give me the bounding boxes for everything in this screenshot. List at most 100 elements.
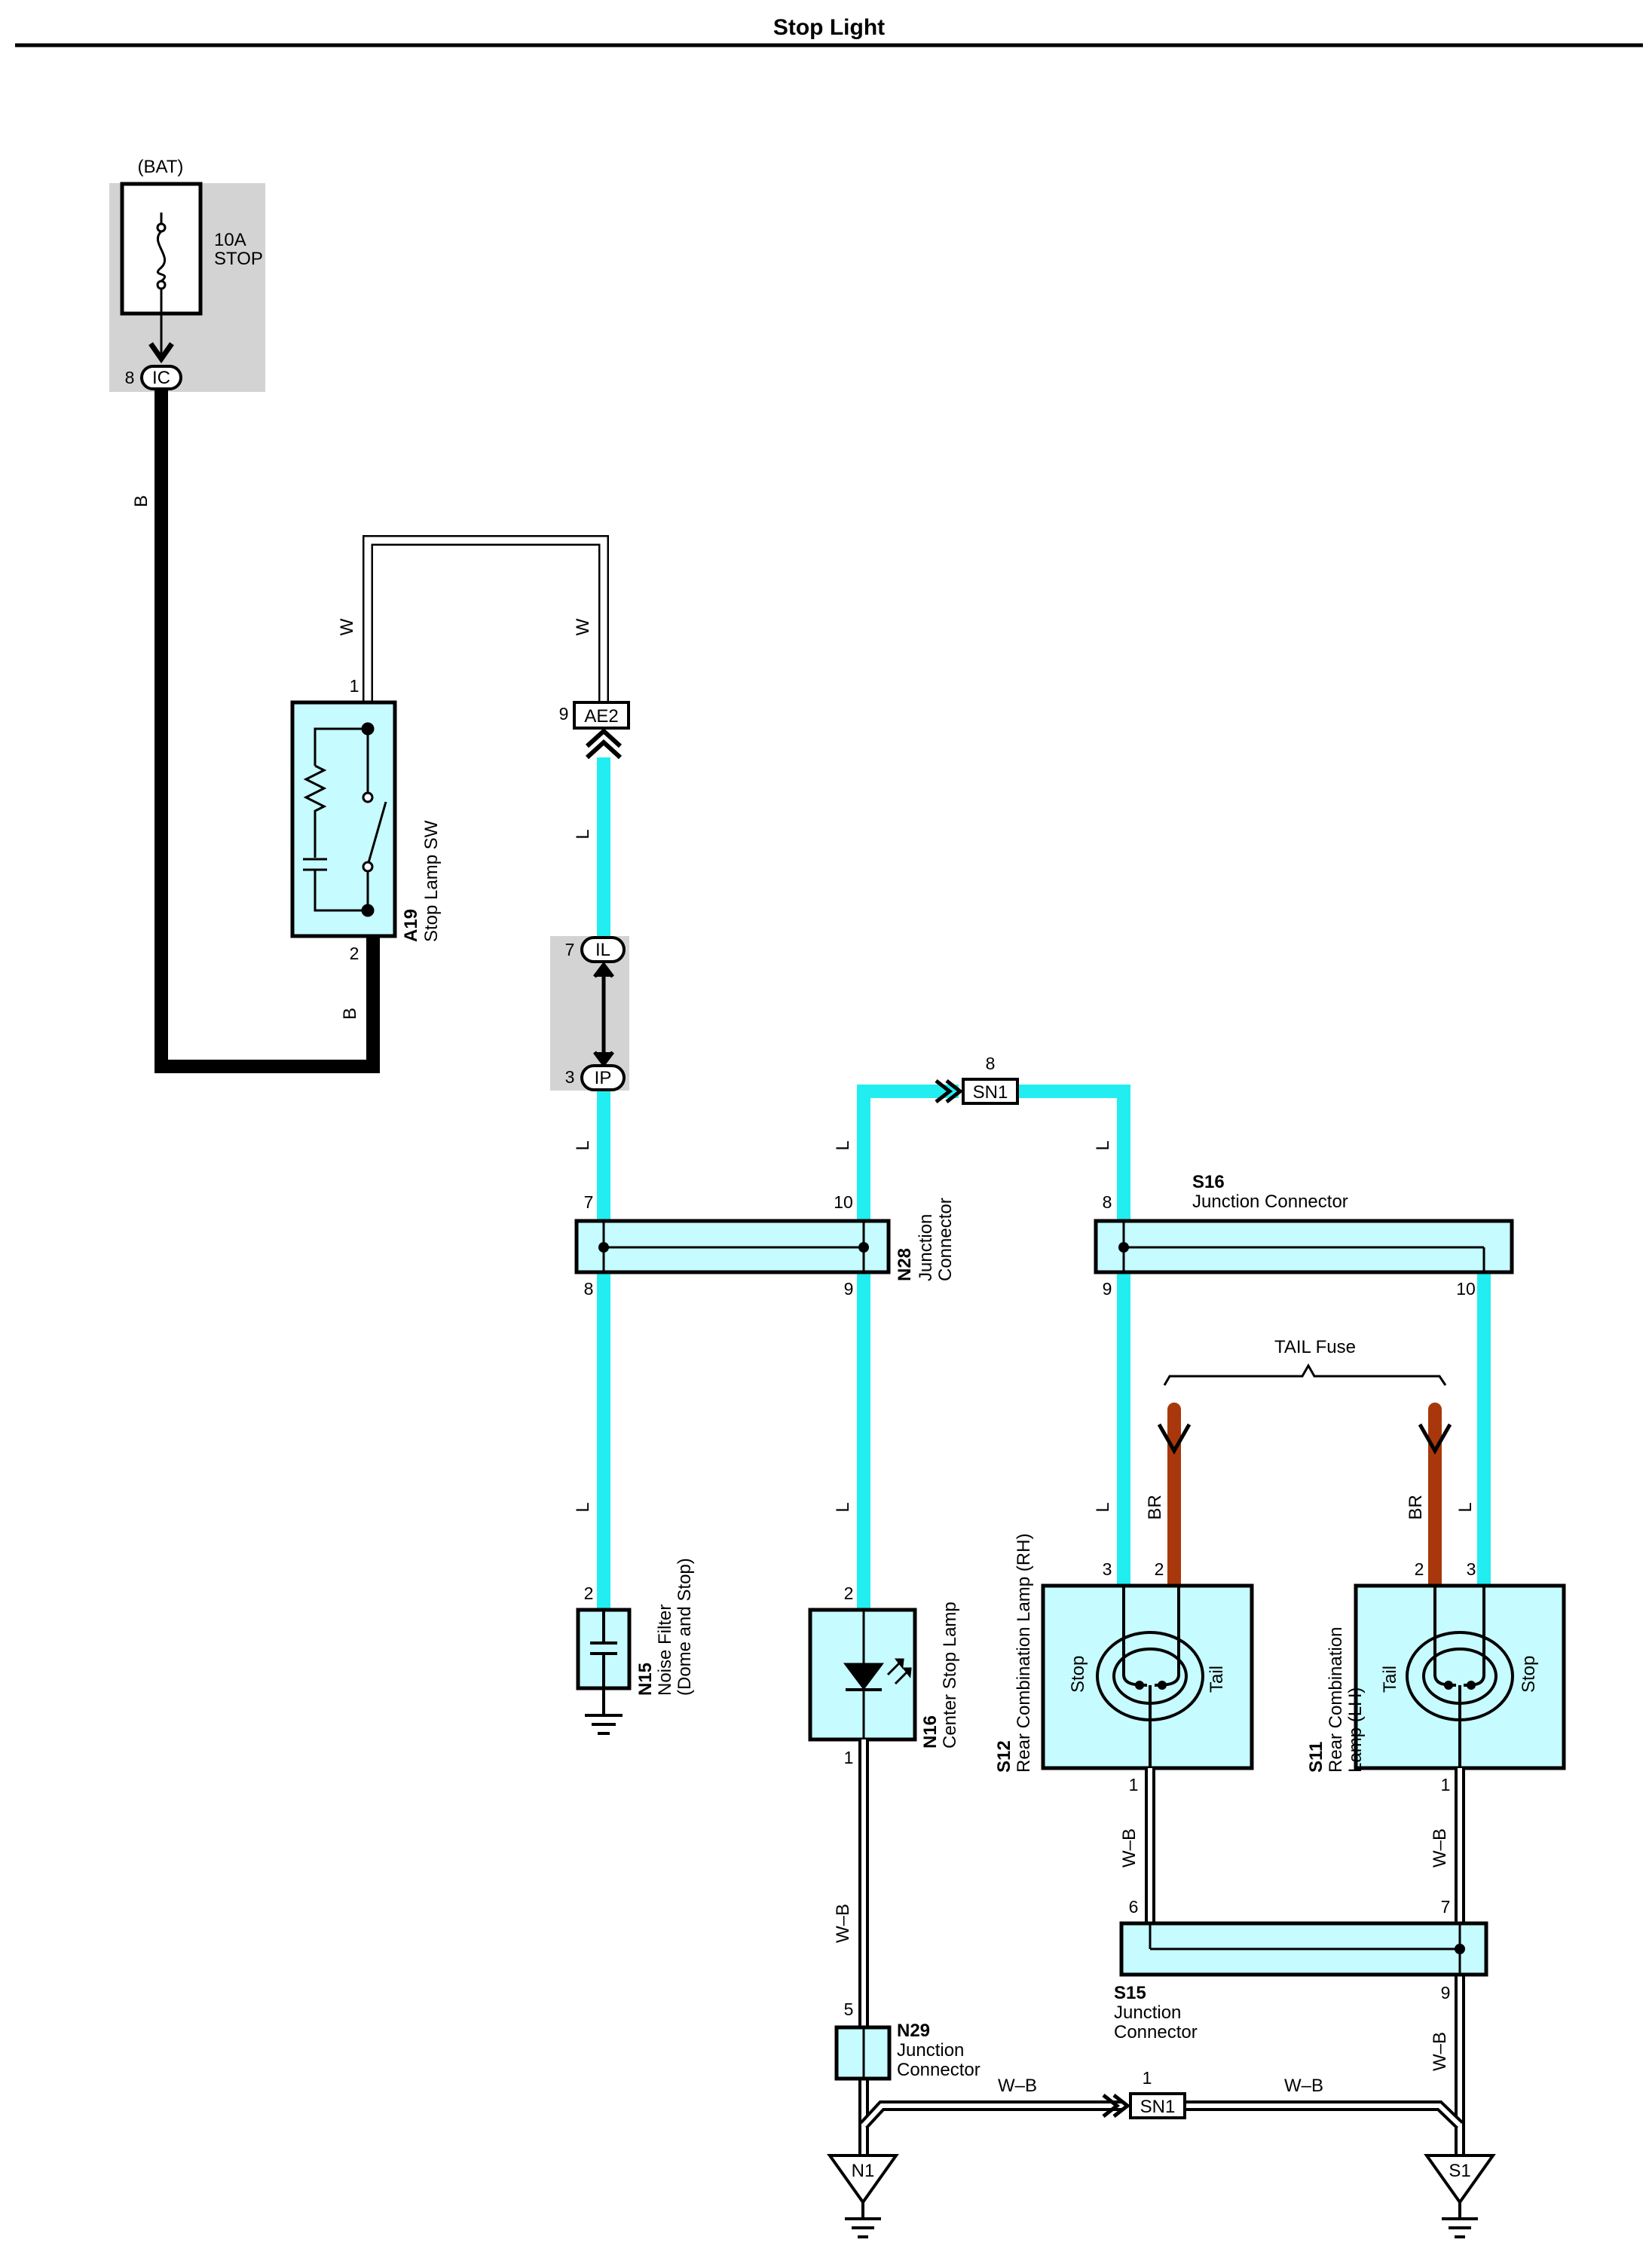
n15-pin: 2 bbox=[584, 1583, 594, 1603]
wire-label-w-1: W bbox=[337, 618, 357, 635]
wire-label-l-5: L bbox=[573, 1502, 593, 1512]
s11-pin-stop: 3 bbox=[1467, 1559, 1476, 1579]
ip-pin: 3 bbox=[565, 1067, 575, 1087]
a19-pin-top: 1 bbox=[350, 676, 359, 696]
switch-icon bbox=[303, 722, 387, 917]
n29-code: N29 bbox=[897, 2021, 930, 2041]
s12-code: S12 bbox=[994, 1740, 1014, 1773]
wire-label-b-2: B bbox=[340, 1008, 360, 1020]
wire-label-l-4: L bbox=[1093, 1140, 1113, 1150]
s12-pin-gnd: 1 bbox=[1129, 1775, 1139, 1794]
wire-label-l-8: L bbox=[1455, 1502, 1476, 1512]
sn1-top-connector-label: SN1 bbox=[973, 1082, 1008, 1103]
il-pin: 7 bbox=[565, 940, 575, 959]
tail-fuse-arrow-rh-icon bbox=[1157, 1423, 1192, 1455]
fuse-name: STOP bbox=[214, 249, 263, 269]
sn1-bottom-pin: 1 bbox=[1143, 2068, 1152, 2088]
ground-n1-triangle bbox=[827, 2154, 899, 2205]
wire-label-wb-6: W–B bbox=[1284, 2076, 1323, 2096]
s15-name-line2: Connector bbox=[1114, 2022, 1198, 2042]
wire-label-wb-4: W–B bbox=[1430, 2032, 1450, 2071]
s15-code: S15 bbox=[1114, 1983, 1146, 2003]
s11-pin-tail: 2 bbox=[1415, 1559, 1424, 1579]
ground-s1-triangle bbox=[1424, 2154, 1496, 2205]
wire-label-wb-5: W–B bbox=[998, 2076, 1037, 2096]
n28-code: N28 bbox=[895, 1248, 915, 1281]
fuse-rating: 10A bbox=[214, 230, 246, 250]
n16-code: N16 bbox=[920, 1715, 941, 1749]
s16-code: S16 bbox=[1192, 1172, 1225, 1192]
wire-black-b bbox=[154, 390, 380, 1073]
wire-label-l-3: L bbox=[833, 1140, 853, 1150]
a19-code: A19 bbox=[401, 909, 421, 942]
s12-label-tail: Tail bbox=[1207, 1666, 1227, 1693]
bulb-rh-icon bbox=[1096, 1586, 1204, 1768]
ae2-arrow-icon bbox=[585, 727, 623, 760]
wire-label-wb-3: W–B bbox=[1430, 1828, 1450, 1868]
n28-pin-in-right: 10 bbox=[834, 1192, 853, 1212]
s16-pin-in: 8 bbox=[1103, 1192, 1112, 1212]
wire-white-black-wb bbox=[858, 1739, 1465, 2155]
s11-label-tail: Tail bbox=[1380, 1666, 1400, 1693]
wire-label-br-2: BR bbox=[1406, 1495, 1426, 1519]
s16-name: Junction Connector bbox=[1192, 1192, 1348, 1212]
s11-code: S11 bbox=[1306, 1742, 1326, 1773]
n16-name: Center Stop Lamp bbox=[940, 1602, 960, 1749]
wire-label-l-7: L bbox=[1093, 1502, 1113, 1512]
wire-label-wb-1: W–B bbox=[833, 1904, 853, 1943]
ic-arrow-icon bbox=[148, 341, 174, 364]
n28-pin-out-left: 8 bbox=[584, 1279, 594, 1299]
ip-connector bbox=[580, 1064, 626, 1091]
s11-label-stop: Stop bbox=[1519, 1656, 1539, 1693]
sn1-top-arrow-icon bbox=[935, 1079, 964, 1103]
sn1-top-connector bbox=[962, 1078, 1019, 1105]
ae2-pin: 9 bbox=[559, 704, 569, 724]
wire-label-b-1: B bbox=[131, 495, 151, 507]
wire-white-w bbox=[363, 535, 609, 702]
page-title: Stop Light bbox=[773, 15, 885, 40]
tail-fuse-label: TAIL Fuse bbox=[1274, 1337, 1356, 1357]
n29-name-line2: Connector bbox=[897, 2060, 980, 2080]
s15-name-line1: Junction bbox=[1114, 2002, 1181, 2023]
s12-name: Rear Combination Lamp (RH) bbox=[1014, 1534, 1034, 1773]
s15-pin-left: 6 bbox=[1129, 1897, 1139, 1917]
s16-pin-out-right: 10 bbox=[1456, 1279, 1476, 1299]
ae2-connector bbox=[573, 701, 630, 730]
wire-label-l-2: L bbox=[573, 1140, 593, 1150]
stop-lamp-switch bbox=[290, 700, 397, 938]
il-arrow-icon bbox=[593, 961, 614, 978]
tail-fuse-arrow-lh-icon bbox=[1418, 1423, 1452, 1455]
wire-label-wb-2: W–B bbox=[1119, 1828, 1140, 1868]
led-icon bbox=[843, 1610, 912, 1739]
battery-label: (BAT) bbox=[138, 157, 184, 177]
tail-fuse-brace bbox=[1163, 1363, 1447, 1386]
sn1-bottom-connector bbox=[1129, 2092, 1186, 2119]
il-connector bbox=[580, 936, 626, 963]
s11-name-line2: Lamp (LH) bbox=[1345, 1687, 1366, 1773]
n28-pin-in-left: 7 bbox=[584, 1192, 594, 1212]
ip-connector-label: IP bbox=[595, 1068, 612, 1088]
a19-name: Stop Lamp SW bbox=[421, 820, 442, 942]
wire-label-br-1: BR bbox=[1145, 1495, 1165, 1519]
ae2-connector-label: AE2 bbox=[584, 706, 618, 727]
sn1-top-pin: 8 bbox=[986, 1054, 996, 1073]
s16-pin-out-left: 9 bbox=[1103, 1279, 1112, 1299]
wire-label-w-2: W bbox=[573, 618, 593, 635]
wire-blue-l bbox=[597, 757, 1491, 1610]
ground-s1-icon bbox=[1442, 2202, 1478, 2238]
rear-combination-lamp-lh bbox=[1354, 1583, 1566, 1770]
ic-connector-label: IC bbox=[152, 368, 170, 388]
fuse-icon bbox=[156, 230, 167, 283]
noise-filter-capacitor-icon bbox=[590, 1610, 617, 1715]
s12-label-stop: Stop bbox=[1068, 1656, 1088, 1693]
n16-pin-top: 2 bbox=[844, 1583, 854, 1603]
rear-combination-lamp-rh bbox=[1041, 1583, 1254, 1770]
ground-s1-label: S1 bbox=[1449, 2161, 1470, 2181]
ic-pin: 8 bbox=[125, 368, 135, 387]
wire-label-l-1: L bbox=[573, 829, 593, 839]
ic-connector bbox=[140, 365, 182, 390]
ground-n1-icon bbox=[845, 2202, 881, 2238]
sn1-bottom-connector-label: SN1 bbox=[1140, 2097, 1176, 2117]
s11-pin-gnd: 1 bbox=[1441, 1775, 1451, 1794]
